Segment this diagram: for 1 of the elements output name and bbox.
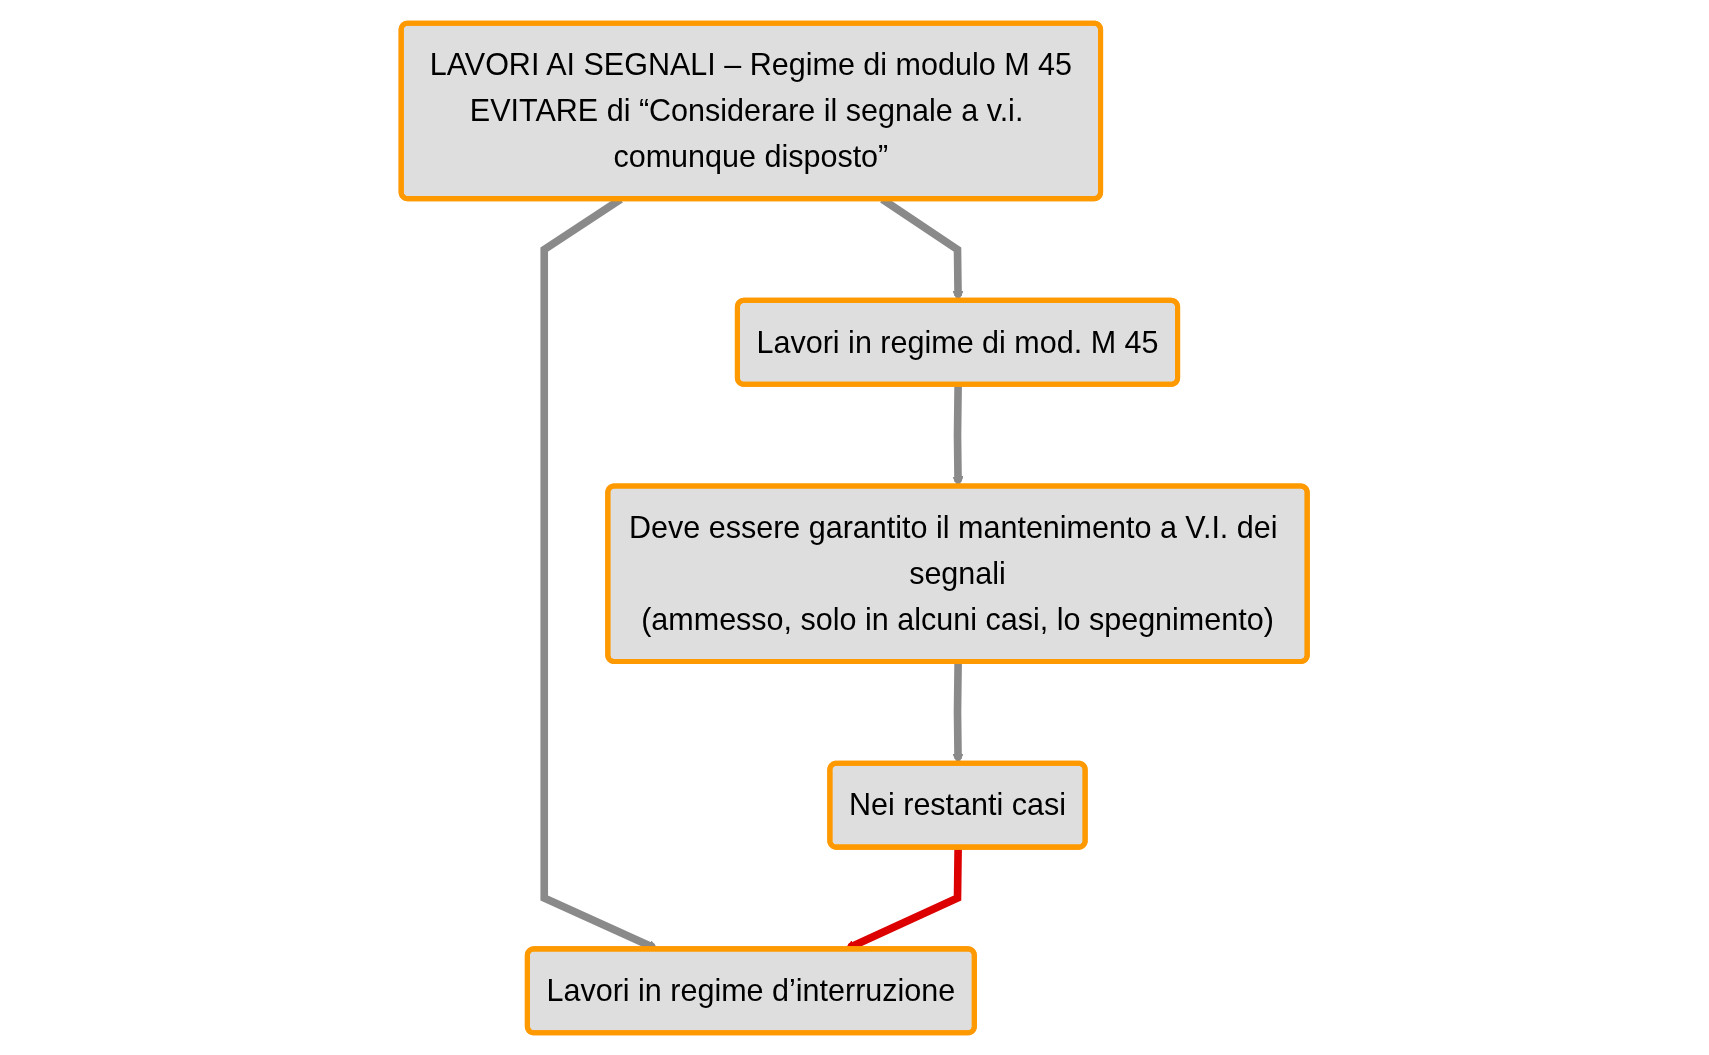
arrow [952,661,964,764]
